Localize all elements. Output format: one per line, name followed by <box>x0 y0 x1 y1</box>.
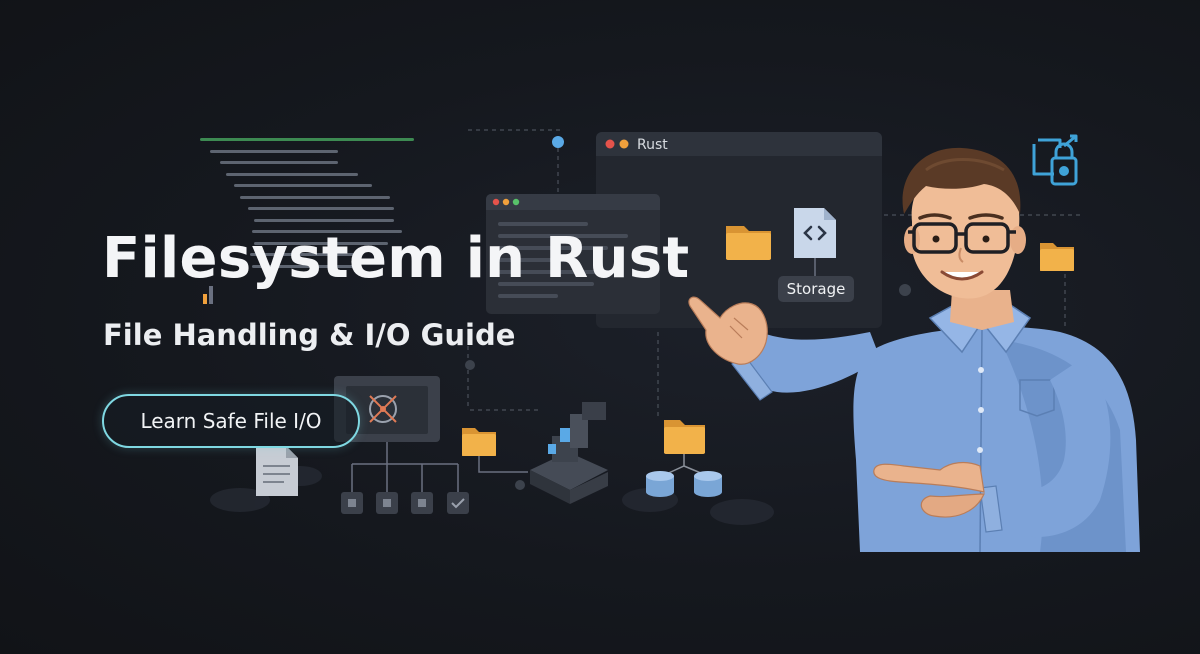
accent-dot <box>552 136 564 148</box>
tree-lines <box>351 442 459 492</box>
bar-chart-icon <box>203 286 213 304</box>
rust-window-title: Rust <box>637 137 668 153</box>
database-icon <box>646 471 722 497</box>
robot-arm-icon <box>530 402 608 504</box>
page-title: Filesystem in Rust <box>102 226 690 291</box>
window-close-dot <box>605 139 615 149</box>
code-file-icon <box>794 208 836 258</box>
folder-icon <box>462 428 496 456</box>
folder-icon <box>1040 243 1074 271</box>
code-window <box>486 194 660 314</box>
folder-icon <box>726 226 771 260</box>
code-snippet-decoration <box>196 138 426 298</box>
checkbox-icon <box>447 492 469 514</box>
tree-node-row <box>341 492 469 514</box>
lock-network-icon <box>1032 134 1078 186</box>
storage-label: Storage <box>778 276 854 302</box>
window-minimize-dot <box>619 139 629 149</box>
learn-safe-file-io-button[interactable]: Learn Safe File I/O <box>102 394 360 448</box>
presenter-illustration <box>688 147 1140 553</box>
page-subtitle: File Handling & I/O Guide <box>103 318 516 352</box>
monitor-icon <box>334 376 440 442</box>
document-icon <box>256 446 298 496</box>
folder-icon <box>664 420 705 454</box>
